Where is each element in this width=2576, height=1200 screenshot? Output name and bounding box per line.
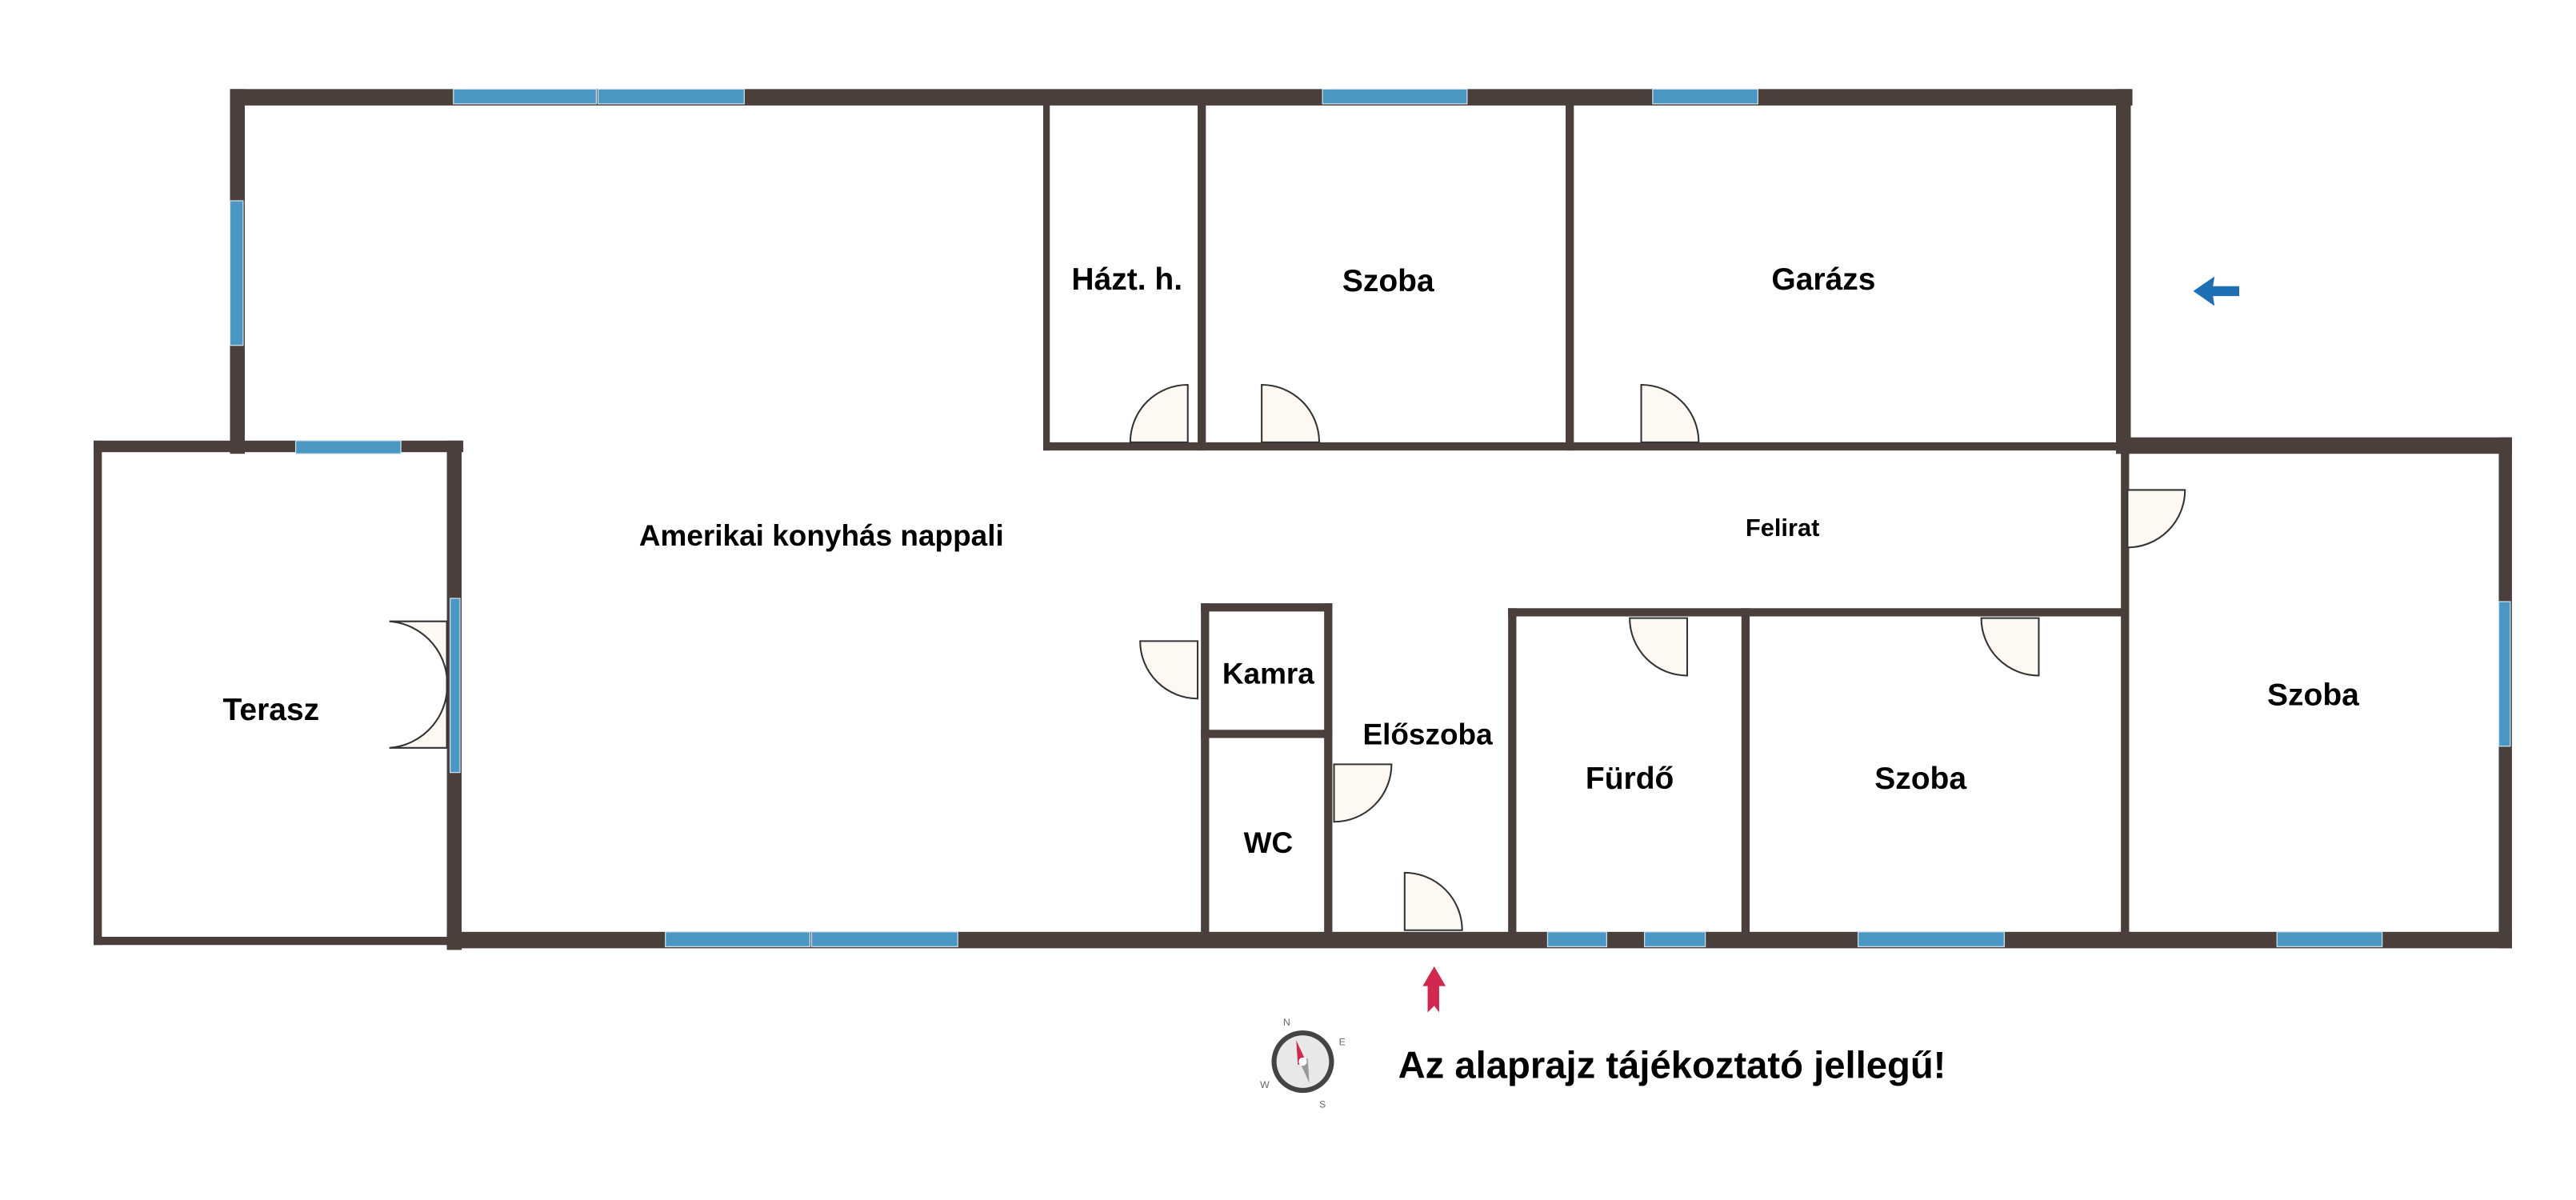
- door-wc: [1333, 763, 1393, 823]
- wall-hazt-left: [1043, 98, 1050, 451]
- window: [450, 598, 461, 774]
- label-eloszoba: Előszoba: [1362, 718, 1493, 751]
- window: [597, 88, 745, 105]
- room-labels: Házt. h. Szoba Garázs Amerikai konyhás n…: [222, 262, 2359, 859]
- window: [295, 440, 402, 454]
- window: [453, 88, 598, 105]
- compass-n: N: [1283, 1017, 1290, 1028]
- wall-bath-right: [1741, 608, 1750, 941]
- label-szoba-right: Szoba: [2267, 678, 2359, 712]
- door-szoba-right: [2126, 489, 2186, 549]
- label-wc: WC: [1244, 826, 1294, 859]
- wall-hazt-right: [1198, 98, 1206, 451]
- door-entrance: [1403, 871, 1463, 931]
- garage-entry-arrow-icon: [2193, 276, 2240, 306]
- wall-kamra-wc: [1201, 730, 1333, 738]
- door-szoba-top: [1261, 383, 1321, 443]
- door-szoba-mid: [1980, 617, 2040, 677]
- label-szoba-mid: Szoba: [1874, 762, 1966, 796]
- compass-w: W: [1260, 1079, 1270, 1090]
- wall-kamra-top: [1201, 603, 1333, 612]
- disclaimer-note: Az alaprajz tájékoztató jellegű!: [1398, 1045, 1946, 1087]
- window: [665, 931, 811, 947]
- label-furdo: Fürdő: [1586, 762, 1674, 796]
- label-terasz: Terasz: [222, 693, 319, 727]
- entrance-arrow-icon: [1422, 966, 1446, 1013]
- wall-kamra-left: [1201, 603, 1210, 941]
- window: [1322, 88, 1468, 105]
- compass-s: S: [1319, 1099, 1326, 1110]
- wall-terasz-top: [94, 440, 464, 453]
- doors: [389, 383, 2186, 931]
- label-garazs: Garázs: [1771, 262, 1875, 297]
- label-nappali: Amerikai konyhás nappali: [639, 519, 1004, 552]
- wall-szoba-right: [1566, 98, 1574, 451]
- door-terasz-upper: [389, 620, 449, 691]
- label-kamra: Kamra: [1222, 658, 1314, 690]
- window: [810, 931, 958, 947]
- window: [1546, 931, 1608, 947]
- wall-terasz-left: [94, 440, 102, 946]
- window: [2498, 601, 2511, 747]
- window: [229, 200, 244, 346]
- wall-right-top: [2116, 437, 2512, 454]
- label-szoba-top: Szoba: [1342, 264, 1434, 298]
- wall-bath-top: [1508, 608, 2126, 617]
- wall-garage-right: [2116, 89, 2131, 454]
- door-hazt: [1129, 383, 1189, 443]
- wall-terasz-bottom: [94, 936, 455, 946]
- window: [1644, 931, 1706, 947]
- wall-bath-left: [1508, 608, 1517, 941]
- wall-kamra-right: [1324, 603, 1333, 941]
- compass-icon: N E S W: [1260, 1017, 1346, 1110]
- windows: [229, 88, 2511, 947]
- window: [1857, 931, 2005, 947]
- wall-right-wing-left: [2121, 443, 2130, 941]
- window: [2276, 931, 2383, 947]
- label-hazt: Házt. h.: [1071, 262, 1182, 297]
- door-garage: [1640, 383, 1700, 443]
- door-terasz-lower: [389, 678, 449, 749]
- door-kamra: [1139, 640, 1199, 700]
- wall-corridor-top: [1043, 442, 2128, 451]
- window: [1652, 88, 1758, 105]
- compass-e: E: [1339, 1037, 1346, 1048]
- label-felirat: Felirat: [1746, 514, 1819, 542]
- door-furdo: [1629, 617, 1689, 677]
